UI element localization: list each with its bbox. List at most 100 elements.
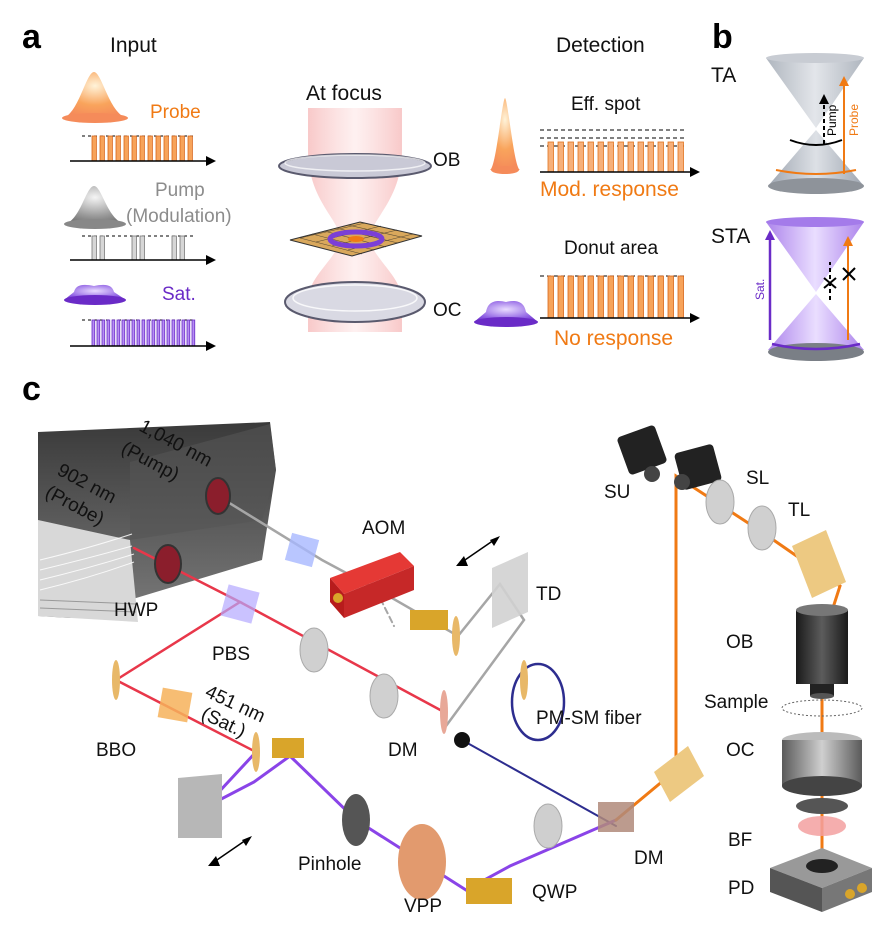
sat-pulse-bar — [136, 319, 141, 347]
oc-component-label: OC — [726, 740, 755, 761]
sat-train — [70, 319, 216, 351]
no-response-bar — [657, 275, 664, 319]
panel-a: a Input At focus Detection Probe Pump (M… — [22, 18, 700, 351]
no-response-bar — [617, 275, 624, 319]
mod-response-bar — [587, 141, 594, 173]
oc-lens — [284, 281, 426, 323]
donut-ring — [327, 229, 385, 249]
sta-cone-diagram: Sat. — [753, 217, 864, 361]
pm-sm-fiber-label: PM-SM fiber — [536, 708, 642, 729]
qwp-label: QWP — [532, 882, 577, 903]
no-response-train — [540, 275, 700, 323]
probe-pulse-bar — [99, 135, 105, 162]
su-label: SU — [604, 482, 630, 503]
sat-mirror — [252, 732, 260, 772]
vpp — [398, 824, 446, 900]
tl-label: TL — [788, 500, 810, 521]
pump-label: Pump — [155, 180, 205, 201]
bbo-label: BBO — [96, 740, 136, 761]
mod-response-label: Mod. response — [540, 178, 679, 201]
pbs-cube — [220, 584, 260, 624]
no-response-bar — [637, 275, 644, 319]
sat-label: Sat. — [162, 284, 196, 305]
laser-source-box — [38, 422, 276, 622]
tl-lens — [747, 505, 777, 551]
fiber-loop — [510, 662, 566, 742]
panel-c: c 1,040 nm (Pump) 902 nm (Probe) — [22, 370, 872, 917]
focus-illustration — [278, 108, 432, 332]
pump-pulse-bar — [99, 235, 105, 261]
donut-area-label: Donut area — [564, 238, 658, 259]
mod-response-bar — [597, 141, 604, 173]
pbs-label: PBS — [212, 644, 250, 665]
probe-pulse-bar — [171, 135, 177, 162]
sat-pulse-bar — [131, 319, 136, 347]
ta-probe-label: Probe — [847, 104, 861, 136]
oc-label: OC — [433, 300, 462, 321]
ob-component-label: OB — [726, 632, 753, 653]
probe-pulse-bar — [131, 135, 137, 162]
sample-label: Sample — [704, 692, 768, 713]
mod-response-bar — [677, 141, 684, 173]
dm-right — [598, 802, 634, 832]
probe-beam — [238, 600, 446, 714]
pump-pulse-bar — [139, 235, 145, 261]
probe-pulse-bar — [187, 135, 193, 162]
probe-mirror — [112, 660, 120, 700]
aom-translate-arrow — [456, 536, 500, 566]
probe-pulse-bar — [139, 135, 145, 162]
no-response-bar — [567, 275, 574, 319]
focus-title: At focus — [306, 82, 382, 105]
ta-pump-label: Pump — [825, 104, 839, 136]
probe-pulse-icon — [62, 72, 128, 118]
panel-letter-b: b — [712, 18, 733, 56]
sl-label: SL — [746, 468, 769, 489]
aom-label: AOM — [362, 518, 405, 539]
objective — [796, 604, 848, 699]
pump-pbs-cube — [284, 532, 320, 568]
sta-sat-label: Sat. — [753, 279, 767, 300]
mod-response-bar — [547, 141, 554, 173]
eff-spot-icon — [490, 98, 520, 170]
dm-left-label: DM — [388, 740, 418, 761]
pinhole — [342, 794, 370, 846]
photodiode — [770, 848, 872, 912]
aom-box — [330, 552, 414, 618]
td-label: TD — [536, 584, 561, 605]
pd-label: PD — [728, 878, 754, 899]
pump-pulse-bar — [179, 235, 185, 261]
probe-pulse-bar — [179, 135, 185, 162]
pump-pulse-bar — [131, 235, 137, 261]
no-response-bar — [577, 275, 584, 319]
no-response-bar — [587, 275, 594, 319]
ob-label: OB — [433, 150, 460, 171]
tl-mirror — [792, 530, 846, 598]
dm-left — [440, 690, 448, 734]
td-prism — [492, 552, 528, 628]
sat-pulse-bar — [146, 319, 151, 347]
no-response-label: No response — [554, 327, 673, 350]
sat-pulse-bar — [171, 319, 176, 347]
sat-pulse-bar — [186, 319, 191, 347]
pump-train — [70, 235, 216, 265]
sat-pulse-bar — [106, 319, 111, 347]
probe-pulse-bar — [107, 135, 113, 162]
pump-sub-label: (Modulation) — [126, 206, 232, 227]
scan-unit — [617, 425, 722, 490]
input-title: Input — [110, 34, 157, 57]
sat-pulse-bar — [141, 319, 146, 347]
sat-pulse-bar — [96, 319, 101, 347]
sample-plane — [781, 699, 863, 717]
probe-pulse-bar — [163, 135, 169, 162]
mod-response-bar — [657, 141, 664, 173]
sat-pulse-bar — [101, 319, 106, 347]
probe-pulse-bar — [123, 135, 129, 162]
sat-pulse-bar — [116, 319, 121, 347]
pump-mirror — [452, 616, 460, 656]
eff-spot-label: Eff. spot — [571, 94, 641, 115]
hwp-label: HWP — [114, 600, 158, 621]
bbo-crystal — [157, 687, 193, 723]
pump-mirror-2 — [520, 660, 528, 700]
sat-pulse-bar — [126, 319, 131, 347]
